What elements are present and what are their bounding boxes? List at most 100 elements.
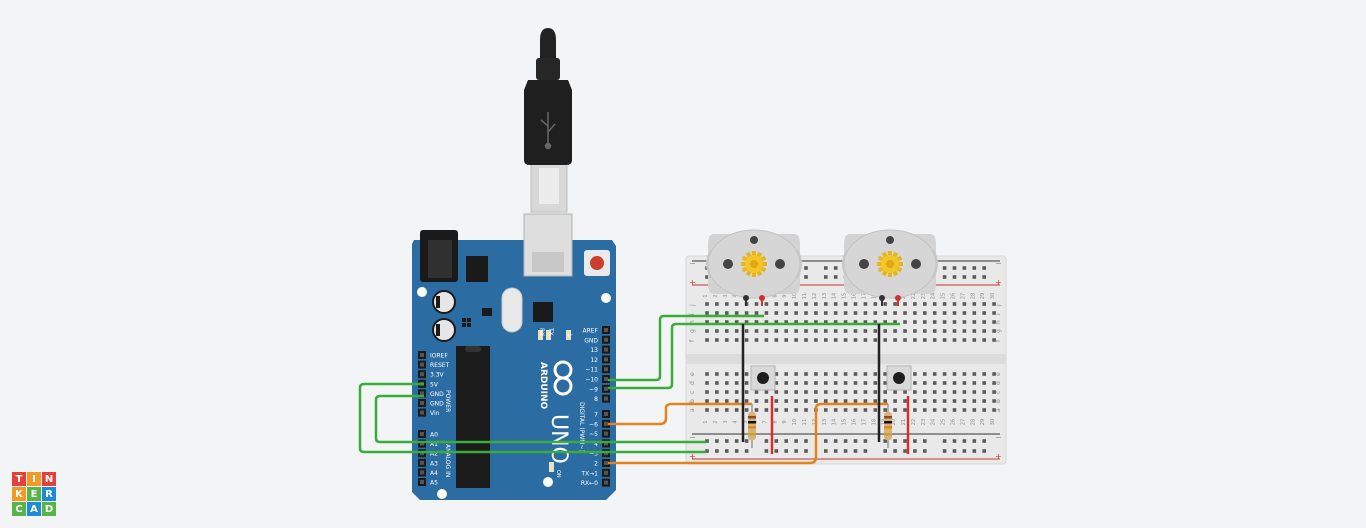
breadboard-hole[interactable] <box>784 372 788 376</box>
breadboard-hole[interactable] <box>833 449 838 453</box>
breadboard-hole[interactable] <box>744 372 749 376</box>
breadboard-hole[interactable] <box>784 311 788 315</box>
breadboard-hole[interactable] <box>932 320 937 324</box>
breadboard-hole[interactable] <box>744 338 749 342</box>
breadboard-hole[interactable] <box>952 311 957 315</box>
breadboard-hole[interactable] <box>863 329 868 333</box>
breadboard-hole[interactable] <box>962 302 967 306</box>
breadboard-hole[interactable] <box>962 329 967 333</box>
breadboard-hole[interactable] <box>824 311 828 315</box>
breadboard-hole[interactable] <box>824 275 828 279</box>
breadboard-hole[interactable] <box>833 399 838 403</box>
breadboard-hole[interactable] <box>972 449 977 453</box>
breadboard-hole[interactable] <box>982 372 986 376</box>
breadboard-hole[interactable] <box>744 329 749 333</box>
arduino-uno-board[interactable]: ARDUINO UNO TX RX L ON IOREFRESET3.3V5VG… <box>412 213 616 500</box>
breadboard-hole[interactable] <box>873 320 878 324</box>
breadboard-hole[interactable] <box>794 320 798 324</box>
breadboard-hole[interactable] <box>843 381 848 385</box>
breadboard-hole[interactable] <box>942 275 947 279</box>
breadboard-hole[interactable] <box>725 372 729 376</box>
breadboard-hole[interactable] <box>853 311 858 315</box>
breadboard-hole[interactable] <box>923 408 927 412</box>
breadboard-hole[interactable] <box>843 408 848 412</box>
breadboard-hole[interactable] <box>913 338 917 342</box>
breadboard-hole[interactable] <box>932 338 937 342</box>
breadboard-hole[interactable] <box>923 399 927 403</box>
breadboard-hole[interactable] <box>715 439 719 443</box>
breadboard-hole[interactable] <box>972 302 977 306</box>
breadboard-hole[interactable] <box>764 338 769 342</box>
breadboard-hole[interactable] <box>972 439 977 443</box>
breadboard-hole[interactable] <box>853 320 858 324</box>
breadboard-hole[interactable] <box>774 381 779 385</box>
breadboard-hole[interactable] <box>962 399 967 403</box>
breadboard-hole[interactable] <box>883 320 887 324</box>
breadboard-hole[interactable] <box>952 408 957 412</box>
breadboard-hole[interactable] <box>725 390 729 394</box>
breadboard-hole[interactable] <box>883 338 887 342</box>
breadboard-hole[interactable] <box>952 338 957 342</box>
breadboard-hole[interactable] <box>734 338 739 342</box>
breadboard-hole[interactable] <box>843 449 848 453</box>
breadboard-hole[interactable] <box>705 439 709 443</box>
breadboard-hole[interactable] <box>972 266 977 270</box>
breadboard-hole[interactable] <box>853 381 858 385</box>
breadboard-hole[interactable] <box>833 329 838 333</box>
breadboard-hole[interactable] <box>833 311 838 315</box>
breadboard-hole[interactable] <box>814 338 818 342</box>
breadboard-hole[interactable] <box>913 372 917 376</box>
breadboard-hole[interactable] <box>744 439 749 443</box>
wire-green[interactable] <box>608 314 764 382</box>
breadboard-hole[interactable] <box>853 338 858 342</box>
breadboard-hole[interactable] <box>764 311 769 315</box>
breadboard-hole[interactable] <box>853 390 858 394</box>
breadboard-hole[interactable] <box>913 311 917 315</box>
breadboard-hole[interactable] <box>715 338 719 342</box>
breadboard-hole[interactable] <box>992 381 996 385</box>
breadboard-hole[interactable] <box>962 311 967 315</box>
breadboard-hole[interactable] <box>814 381 818 385</box>
breadboard-hole[interactable] <box>873 399 878 403</box>
breadboard-hole[interactable] <box>814 311 818 315</box>
breadboard-hole[interactable] <box>942 390 947 394</box>
breadboard-hole[interactable] <box>734 449 739 453</box>
breadboard-hole[interactable] <box>992 320 996 324</box>
breadboard-hole[interactable] <box>804 275 808 279</box>
breadboard-hole[interactable] <box>843 390 848 394</box>
breadboard-hole[interactable] <box>893 408 897 412</box>
breadboard-hole[interactable] <box>824 266 828 270</box>
breadboard-hole[interactable] <box>972 399 977 403</box>
breadboard[interactable]: − + − + − + − + 112233445566778899101011… <box>685 255 1007 465</box>
breadboard-hole[interactable] <box>824 329 828 333</box>
breadboard-hole[interactable] <box>794 381 798 385</box>
breadboard-hole[interactable] <box>774 329 779 333</box>
breadboard-hole[interactable] <box>754 329 759 333</box>
breadboard-hole[interactable] <box>942 439 947 443</box>
breadboard-hole[interactable] <box>962 372 967 376</box>
breadboard-hole[interactable] <box>705 302 709 306</box>
breadboard-hole[interactable] <box>833 320 838 324</box>
breadboard-hole[interactable] <box>754 408 759 412</box>
breadboard-hole[interactable] <box>715 408 719 412</box>
breadboard-hole[interactable] <box>903 320 907 324</box>
breadboard-hole[interactable] <box>725 329 729 333</box>
breadboard-hole[interactable] <box>725 311 729 315</box>
breadboard-hole[interactable] <box>913 381 917 385</box>
breadboard-hole[interactable] <box>784 408 788 412</box>
breadboard-hole[interactable] <box>833 275 838 279</box>
breadboard-hole[interactable] <box>715 449 719 453</box>
breadboard-hole[interactable] <box>952 390 957 394</box>
breadboard-hole[interactable] <box>863 439 868 443</box>
breadboard-hole[interactable] <box>982 311 986 315</box>
breadboard-hole[interactable] <box>744 390 749 394</box>
wire-orange[interactable] <box>608 402 752 426</box>
breadboard-hole[interactable] <box>705 320 709 324</box>
breadboard-hole[interactable] <box>804 302 808 306</box>
breadboard-hole[interactable] <box>853 372 858 376</box>
breadboard-hole[interactable] <box>962 439 967 443</box>
breadboard-hole[interactable] <box>754 311 759 315</box>
breadboard-hole[interactable] <box>784 449 788 453</box>
breadboard-hole[interactable] <box>913 449 917 453</box>
breadboard-hole[interactable] <box>932 408 937 412</box>
